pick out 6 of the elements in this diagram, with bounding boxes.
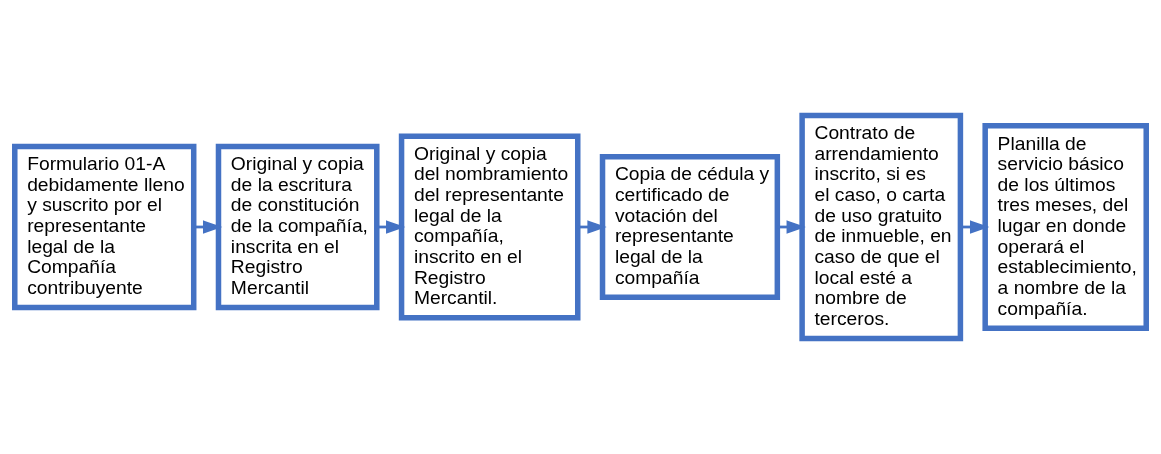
- node-box: Formulario 01-A debidamente lleno y suscrito por el representante legal de la Compañía contribuyente: [12, 143, 197, 311]
- node-box: Contrato de arrendamiento inscrito, si es el caso, o carta de uso gratuito de inmueble, en caso de que el local esté a nombre de terceros.: [799, 112, 964, 342]
- node-box: Original y copia de la escritura de constitución de la compañía, inscrita en el Registro Mercantil: [215, 143, 380, 311]
- node-box: Copia de cédula y certificado de votación del representante legal de la compañía: [599, 154, 781, 300]
- node-box: Planilla de servicio básico de los últimos tres meses, del lugar en donde operará el establecimiento, a nombre de la compañía.: [982, 123, 1149, 331]
- node-box: Original y copia del nombramiento del representante legal de la compañía, inscrito en el Registro Mercantil.: [398, 133, 581, 321]
